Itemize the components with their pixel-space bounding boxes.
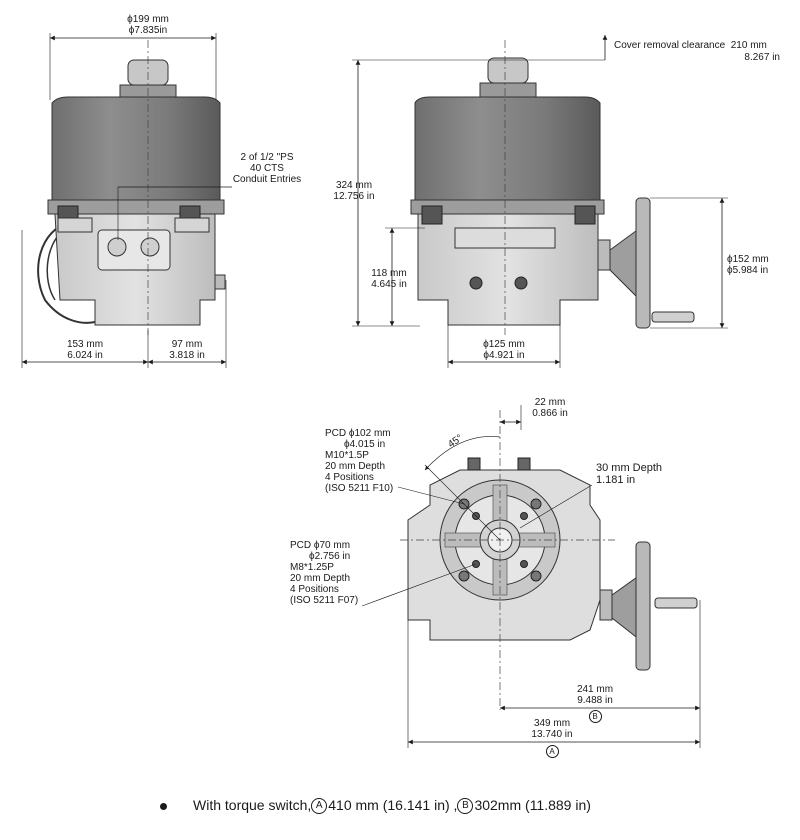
conduit-label-3: Conduit Entries (232, 174, 302, 185)
footnote-b-tag: B (457, 798, 474, 815)
front-left-in: 6.024 in (67, 350, 103, 361)
pcd-f10-line-6: (ISO 5211 F10) (325, 483, 394, 494)
pcd-f07-line-6: (ISO 5211 F07) (290, 595, 359, 606)
top-view (361, 405, 701, 748)
pcd-f10-line-5: 4 Positions (325, 472, 374, 483)
dim-a-tag: A (512, 745, 592, 758)
shaft-depth-mm: 30 mm Depth (596, 462, 663, 474)
pcd-f10-line-2: ϕ4.015 in (344, 439, 386, 450)
conduit-label-2: 40 CTS (250, 163, 284, 174)
pcd-f07-line-5: 4 Positions (290, 584, 339, 595)
dim-a-mm: 349 mm (533, 718, 571, 729)
dim-a-in: 13.740 in (531, 729, 573, 740)
footnote-b-value: 302mm (11.889 in) (474, 797, 591, 813)
pcd-f10-line-3: M10*1.5P (325, 450, 369, 461)
footnote-a-value: 410 mm (16.141 in) (328, 797, 450, 813)
dim-b-in: 9.488 in (577, 695, 613, 706)
shaft-depth-in: 1.181 in (596, 474, 636, 486)
side-base-mm: 118 mm (371, 268, 407, 279)
cover-clearance-label: Cover removal clearance 210 mm (614, 40, 767, 51)
side-height-mm: 324 mm (335, 180, 373, 191)
pcd-f10-line-4: 20 mm Depth (325, 461, 386, 472)
side-bottom-dia-mm: ϕ125 mm (483, 339, 525, 350)
side-bottom-dia-in: ϕ4.921 in (483, 350, 525, 361)
front-diameter-mm: ϕ199 mm (127, 14, 169, 25)
footnote-a-tag: A (311, 798, 328, 815)
pcd-f10-line-1: PCD ϕ102 mm (325, 428, 391, 439)
offset-in: 0.866 in (532, 408, 568, 419)
handwheel-dia-in: ϕ5.984 in (727, 265, 769, 276)
footnote-sep: , (449, 797, 458, 813)
pcd-f07-line-1: PCD ϕ70 mm (290, 540, 351, 551)
conduit-label-1: 2 of 1/2 "PS (240, 152, 294, 163)
side-view (352, 35, 728, 368)
front-view (21, 33, 232, 368)
pcd-f07-line-3: M8*1.25P (290, 562, 334, 573)
cover-clearance-in: 8.267 in (744, 52, 780, 63)
side-height-in: 12.756 in (333, 191, 375, 202)
dim-b-mm: 241 mm (576, 684, 614, 695)
bullet-icon (160, 802, 167, 810)
front-right-mm: 97 mm (171, 339, 203, 350)
offset-mm: 22 mm (534, 397, 566, 408)
pcd-f07-line-2: ϕ2.756 in (309, 551, 351, 562)
dim-b-tag: B (555, 710, 635, 723)
front-diameter-in: ϕ7.835in (128, 25, 168, 36)
front-right-in: 3.818 in (169, 350, 205, 361)
footnote-prefix: With torque switch, (193, 797, 312, 813)
pcd-f07-line-4: 20 mm Depth (290, 573, 351, 584)
side-base-in: 4.645 in (371, 279, 407, 290)
handwheel-dia-mm: ϕ152 mm (727, 254, 769, 265)
front-left-mm: 153 mm (66, 339, 104, 350)
